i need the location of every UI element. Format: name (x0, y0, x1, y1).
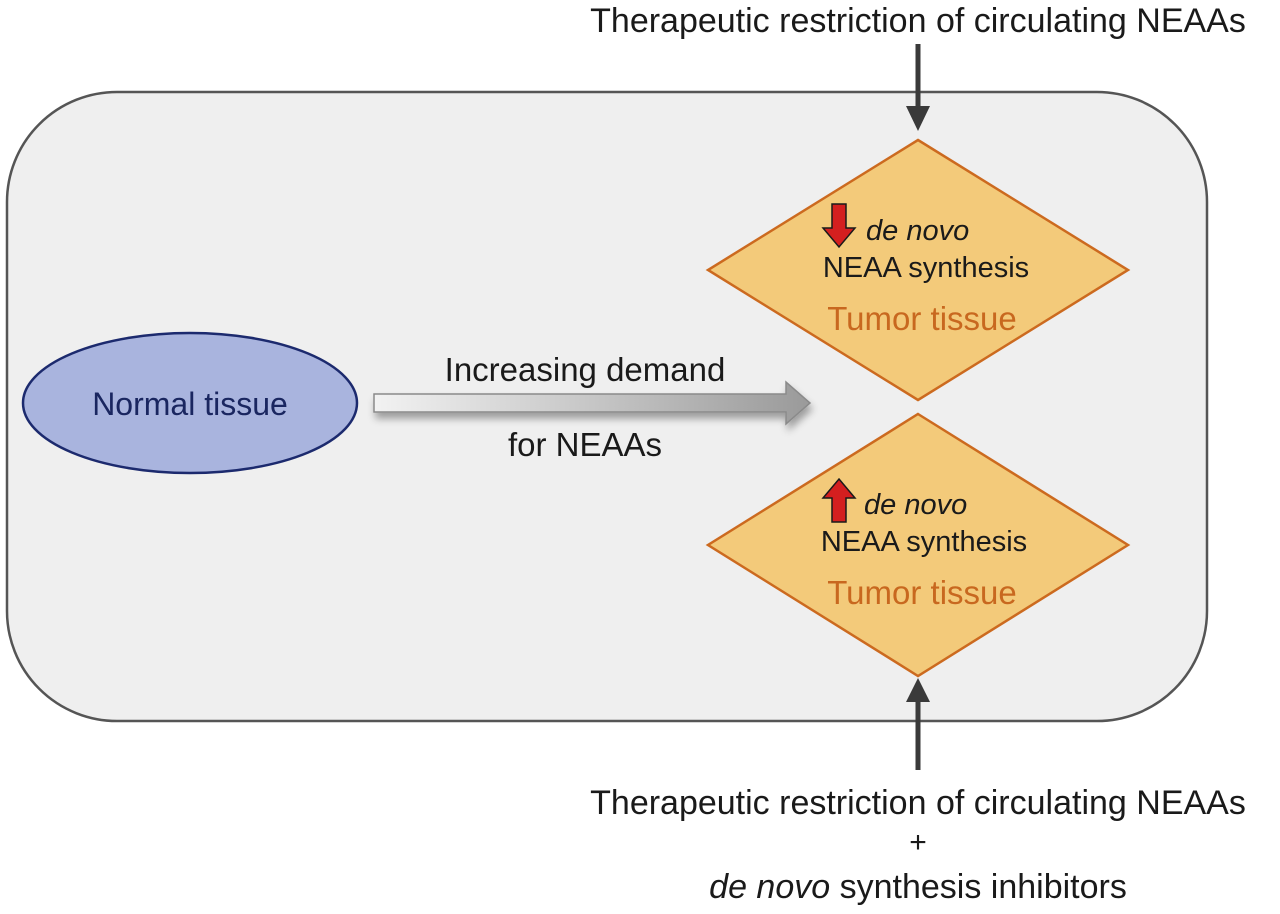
bottom-therapy-label: Therapeutic restriction of circulating N… (590, 784, 1246, 822)
tumor-tissue-bottom: de novo NEAA synthesis Tumor tissue (705, 412, 1131, 678)
tumor-top-denovo: de novo (866, 215, 969, 247)
tumor-diamond-top (705, 138, 1131, 402)
normal-tissue-ellipse (21, 331, 359, 475)
normal-tissue-label: Normal tissue (92, 386, 288, 422)
tumor-top-synthesis: NEAA synthesis (823, 252, 1029, 284)
top-therapy-label: Therapeutic restriction of circulating N… (590, 2, 1246, 40)
tumor-diamond-bottom (705, 412, 1131, 678)
bottom-inhibitors-label: de novo synthesis inhibitors (709, 868, 1127, 906)
increase-arrow-icon (821, 477, 857, 523)
tumor-top-label: Tumor tissue (827, 300, 1017, 337)
demand-label-line2: for NEAAs (508, 426, 662, 463)
tumor-bottom-synthesis: NEAA synthesis (821, 526, 1027, 558)
tumor-bottom-denovo: de novo (864, 489, 967, 521)
bottom-denovo-italic: de novo (709, 868, 830, 906)
decrease-arrow-icon (821, 203, 857, 249)
bottom-plus-sign: + (909, 826, 927, 859)
tumor-bottom-label: Tumor tissue (827, 574, 1017, 611)
top-down-arrow (906, 44, 930, 131)
tumor-tissue-top: de novo NEAA synthesis Tumor tissue (705, 138, 1131, 402)
demand-label-line1: Increasing demand (445, 351, 726, 388)
bottom-up-arrow (906, 678, 930, 770)
bottom-inhibitors-text: synthesis inhibitors (830, 868, 1127, 906)
demand-arrow (373, 380, 812, 426)
